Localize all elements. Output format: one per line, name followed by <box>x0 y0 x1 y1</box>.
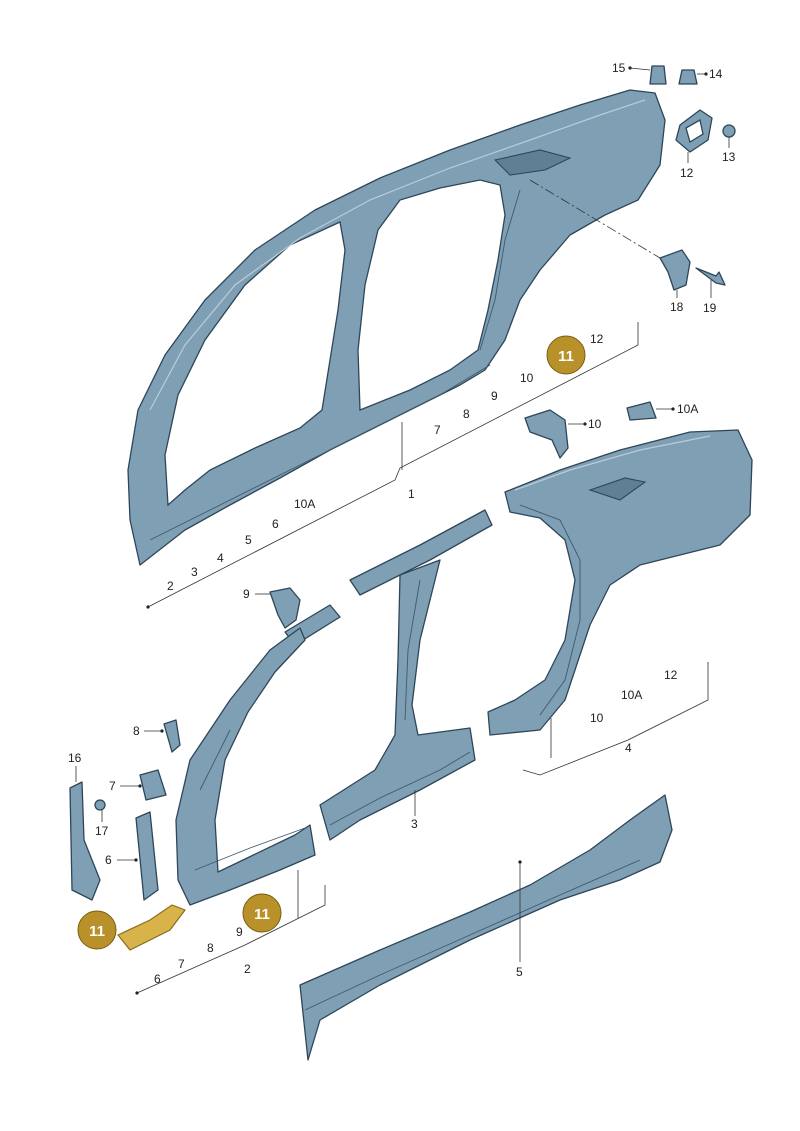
plug-part-15 <box>649 65 667 85</box>
cap-part-13 <box>722 124 736 138</box>
small-parts-left <box>69 587 301 951</box>
svg-text:11: 11 <box>254 906 270 923</box>
callout-3: 3 <box>411 817 418 831</box>
screw-part-19 <box>695 267 726 286</box>
svg-text:11: 11 <box>558 348 574 365</box>
fastener-parts <box>529 65 736 291</box>
callout-12-top: 12 <box>680 166 694 180</box>
group-1-label: 1 <box>408 487 415 501</box>
roof-rail-rear-piece <box>349 509 493 596</box>
group-2-item: 6 <box>154 972 161 986</box>
rear-quarter-panel <box>487 429 753 736</box>
callout-10A-top: 10A <box>677 402 698 416</box>
highlighted-part-11 <box>117 904 186 951</box>
bracket-part-7 <box>139 769 167 801</box>
cover-part-10A <box>626 401 657 421</box>
group-1-item: 10 <box>520 371 534 385</box>
badge-11-top[interactable]: 11 <box>546 335 586 375</box>
callout-17: 17 <box>95 824 109 838</box>
svg-text:11: 11 <box>89 923 105 940</box>
front-pillar-assembly <box>175 627 316 906</box>
group-2-item: 7 <box>178 957 185 971</box>
roof-rail-pieces <box>284 509 493 646</box>
group-1-item: 7 <box>434 423 441 437</box>
group-1-item: 6 <box>272 517 279 531</box>
group-1-item: 8 <box>463 407 470 421</box>
group-1-item: 3 <box>191 565 198 579</box>
badge-11-bottom[interactable]: 11 <box>242 893 282 933</box>
group-1-item: 5 <box>245 533 252 547</box>
parts-10-10A <box>524 401 657 459</box>
group-4-item: 12 <box>664 668 678 682</box>
callout-5: 5 <box>516 965 523 979</box>
callout-10-top: 10 <box>588 417 602 431</box>
group-1-item: 4 <box>217 551 224 565</box>
callout-14: 14 <box>709 67 723 81</box>
callout-9-arch: 9 <box>243 587 250 601</box>
reinforcement-part-16 <box>69 781 101 901</box>
bracket-part-9 <box>269 587 301 629</box>
b-pillar <box>319 559 476 841</box>
callout-6-left: 6 <box>105 853 112 867</box>
group-1-item: 2 <box>167 579 174 593</box>
callout-13: 13 <box>722 150 736 164</box>
badge-11-left[interactable]: 11 <box>77 910 117 950</box>
group-2-item: 8 <box>207 941 214 955</box>
callout-7-left: 7 <box>109 779 116 793</box>
group-4-item: 10 <box>590 711 604 725</box>
callout-16: 16 <box>68 751 82 765</box>
bracket-part-18 <box>659 249 691 291</box>
bracket-part-10 <box>524 409 569 459</box>
group-4-label: 4 <box>625 741 632 755</box>
callout-18: 18 <box>670 300 684 314</box>
side-panel-complete <box>127 89 666 566</box>
group-4-item: 10A <box>621 688 642 702</box>
grommet-part-14 <box>678 69 698 85</box>
bracket-part-8 <box>163 719 181 753</box>
leader-lines <box>75 66 730 995</box>
group-2-item: 9 <box>236 925 243 939</box>
callout-15: 15 <box>612 61 626 75</box>
group-1-item: 10A <box>294 497 315 511</box>
rocker-panel <box>299 794 673 1061</box>
reinforcement-part-6 <box>135 811 159 901</box>
callout-labels: 15 14 12 13 18 19 10 10A 1 2 3 4 5 6 10A… <box>68 61 736 986</box>
callout-8-left: 8 <box>133 724 140 738</box>
group-1-item: 9 <box>491 389 498 403</box>
callout-19: 19 <box>703 301 717 315</box>
bolt-part-17 <box>94 799 106 811</box>
group-2-label: 2 <box>244 962 251 976</box>
group-1-item: 12 <box>590 332 604 346</box>
